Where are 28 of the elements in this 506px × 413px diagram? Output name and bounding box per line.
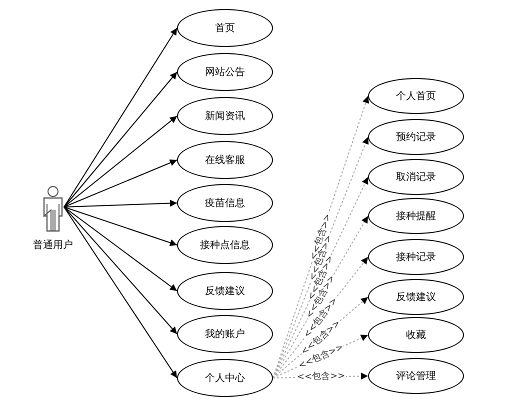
association-arrow (64, 206, 178, 246)
use-case-ellipse: 接种提醒 (368, 198, 464, 234)
use-case-ellipse: 网站公告 (177, 53, 273, 91)
use-case-ellipse: 我的账户 (177, 315, 273, 353)
association-arrow (64, 206, 178, 334)
use-case-ellipse: 个人首页 (368, 78, 464, 114)
use-case-ellipse: 评论管理 (368, 358, 464, 394)
association-arrow (64, 206, 178, 292)
association-arrow (64, 28, 178, 208)
use-case-ellipse: 取消记录 (368, 159, 464, 195)
association-arrow (64, 72, 178, 208)
use-case-ellipse: 反馈建议 (368, 279, 464, 315)
association-arrow (64, 200, 178, 208)
association-arrow (64, 116, 178, 208)
use-case-ellipse: 反馈建议 (177, 272, 273, 310)
association-arrow (64, 159, 178, 208)
use-case-ellipse: 首页 (177, 9, 273, 47)
use-case-ellipse: 在线客服 (177, 141, 273, 179)
association-arrow (64, 206, 178, 378)
use-case-ellipse: 收藏 (368, 317, 464, 353)
edge-label: <<包含>> (295, 371, 346, 383)
use-case-ellipse: 预约记录 (368, 119, 464, 155)
use-case-ellipse: 接种记录 (368, 239, 464, 275)
use-case-ellipse: 接种点信息 (177, 226, 273, 264)
use-case-ellipse: 个人中心 (177, 359, 273, 397)
use-case-ellipse: 新闻资讯 (177, 97, 273, 135)
actor-label: 普通用户 (32, 238, 74, 252)
use-case-ellipse: 疫苗信息 (177, 184, 273, 222)
